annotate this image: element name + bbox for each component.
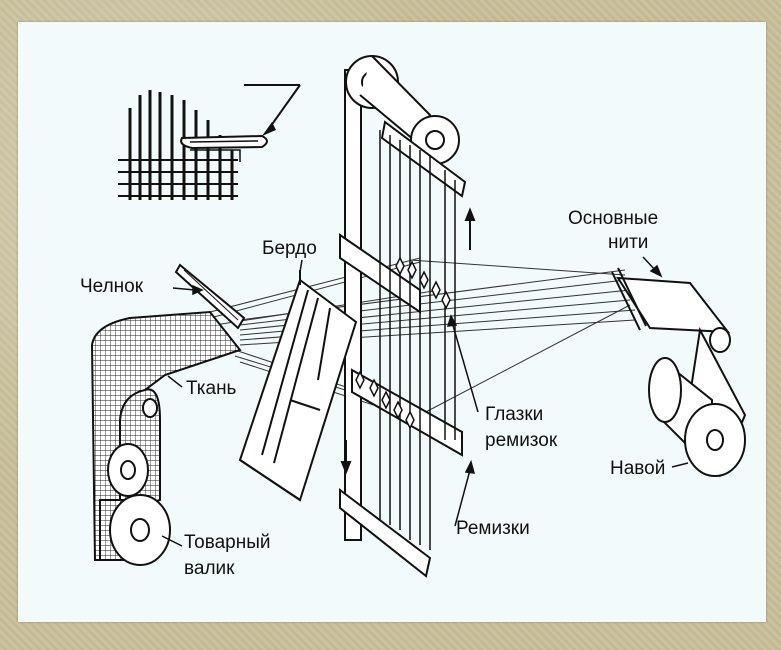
label-glazki: Глазки [485,404,544,425]
label-navoy: Навой [610,458,666,479]
label-niti: нити [608,232,649,253]
label-tkan: Ткань [186,378,237,399]
label-chelnok: Челнок [80,276,144,297]
weave-detail-inset [118,84,301,200]
label-osnovnye: Основные [568,208,659,229]
label-valik: валик [184,558,235,579]
shuttle [174,263,246,330]
label-tovarny: Товарный [184,532,271,553]
cloth-and-cloth-beam [90,310,242,566]
warp-beam [611,267,747,478]
reed [238,270,358,502]
label-remizok: ремизок [485,430,558,451]
label-berdo: Бердо [262,238,317,259]
leader-lines [161,256,689,547]
heddle-frames [339,55,476,578]
label-remizki: Ремизки [456,518,530,539]
